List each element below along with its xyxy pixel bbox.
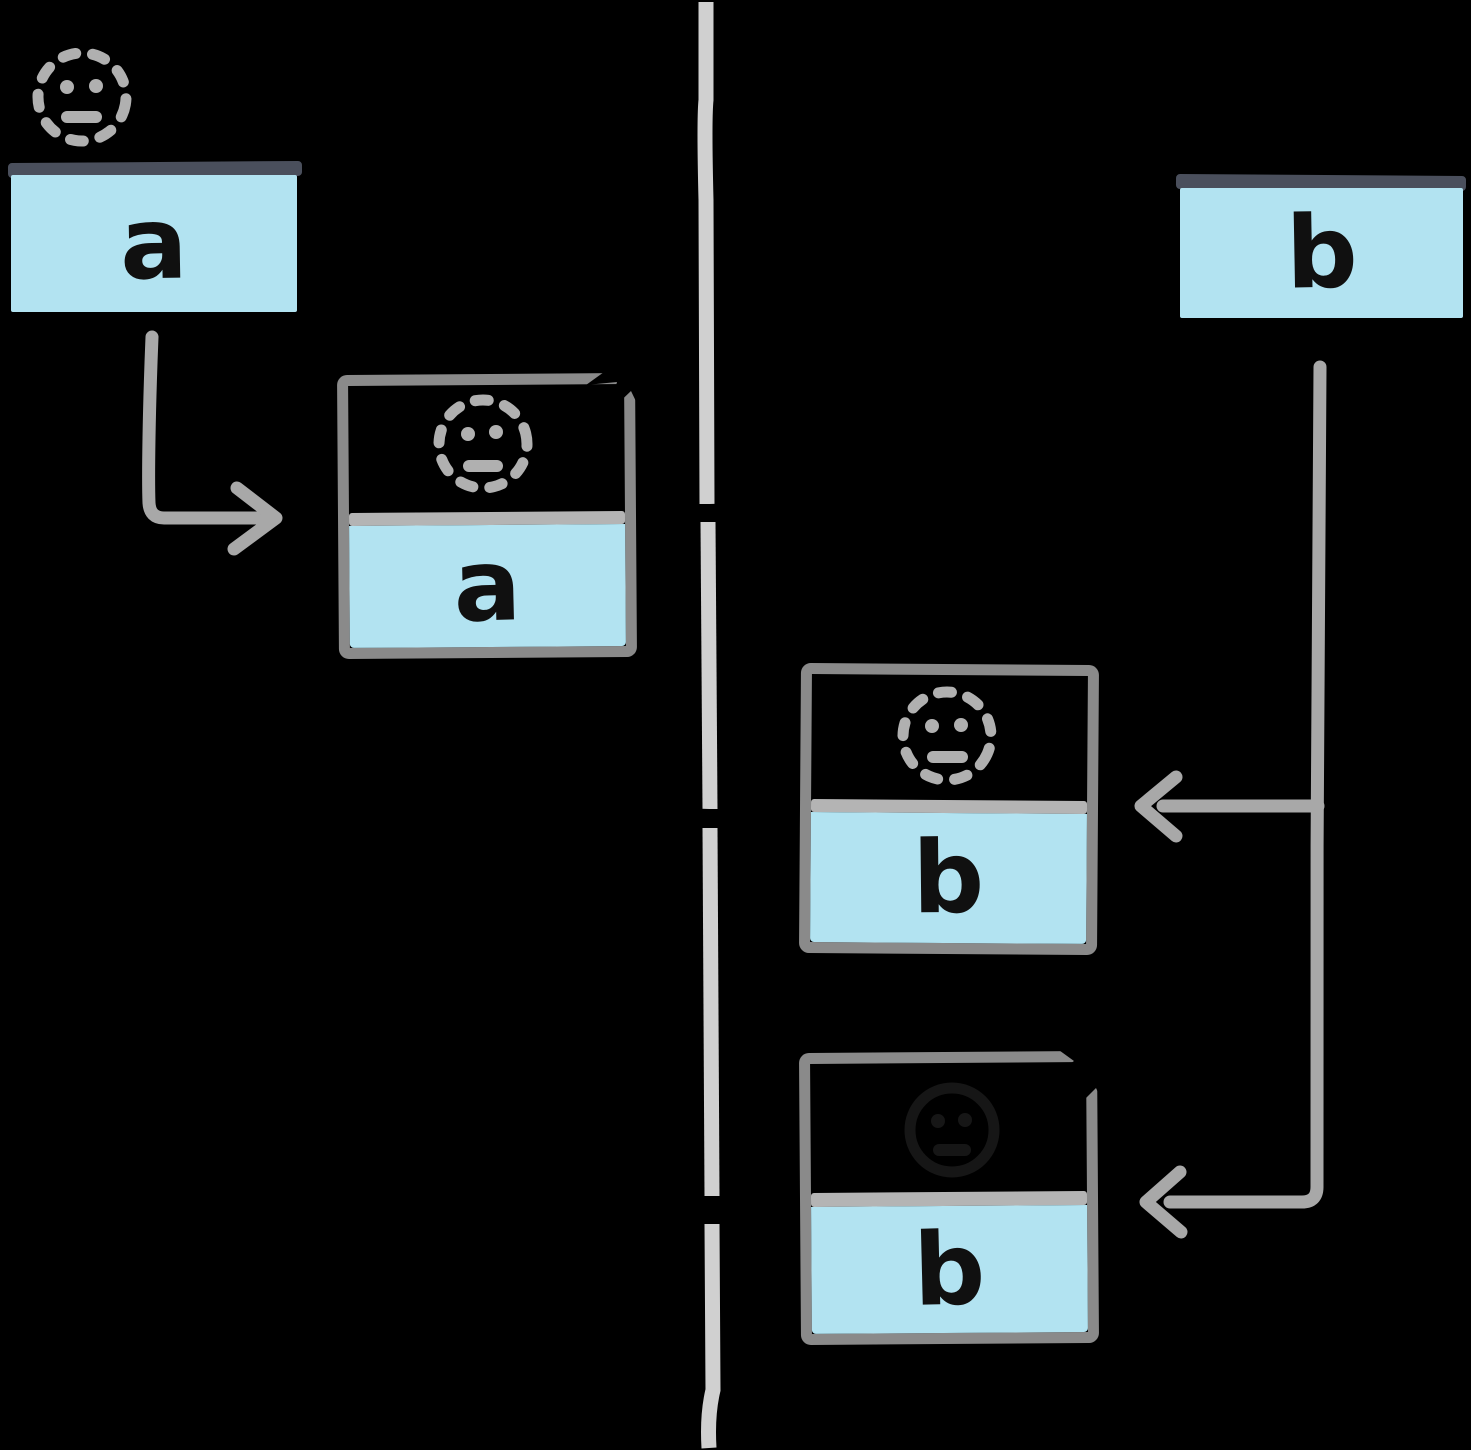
node-label: b: [1284, 193, 1359, 312]
value-area: a: [349, 524, 626, 648]
node-label: b: [912, 1209, 987, 1329]
timeline-segment: [700, 521, 718, 810]
timeline-segment: [697, 2, 715, 505]
hidden-face-icon: [904, 1082, 1000, 1178]
arrowhead-left-icon: [1134, 770, 1183, 843]
timeline-segment: [701, 1223, 721, 1449]
node-top-left: a: [11, 175, 297, 312]
arrow-top-right-to-bottom-right: [1163, 360, 1327, 1209]
arrowhead-left-icon: [1139, 1165, 1188, 1239]
arrowhead-right-icon: [227, 481, 283, 556]
timeline-crossing-tick: [661, 502, 759, 523]
value-area: b: [810, 812, 1087, 944]
timeline-segment: [702, 827, 720, 1197]
dotted-face-icon: [433, 394, 533, 494]
dotted-face-icon: [897, 686, 997, 786]
dotted-face-icon: [32, 47, 132, 147]
timeline-crossing-tick: [662, 1197, 760, 1223]
timeline-ticks: [660, 502, 760, 1223]
node-top-right: b: [1180, 188, 1463, 318]
timeline: [697, 2, 721, 1449]
arrow-top-left-to-mid-left: [142, 330, 269, 525]
arrow-group: [142, 330, 1327, 1239]
node-label: b: [912, 818, 985, 937]
timeline-crossing-tick: [660, 807, 758, 828]
value-area: b: [811, 1205, 1088, 1334]
node-label: a: [119, 183, 189, 303]
node-label: a: [452, 526, 523, 645]
